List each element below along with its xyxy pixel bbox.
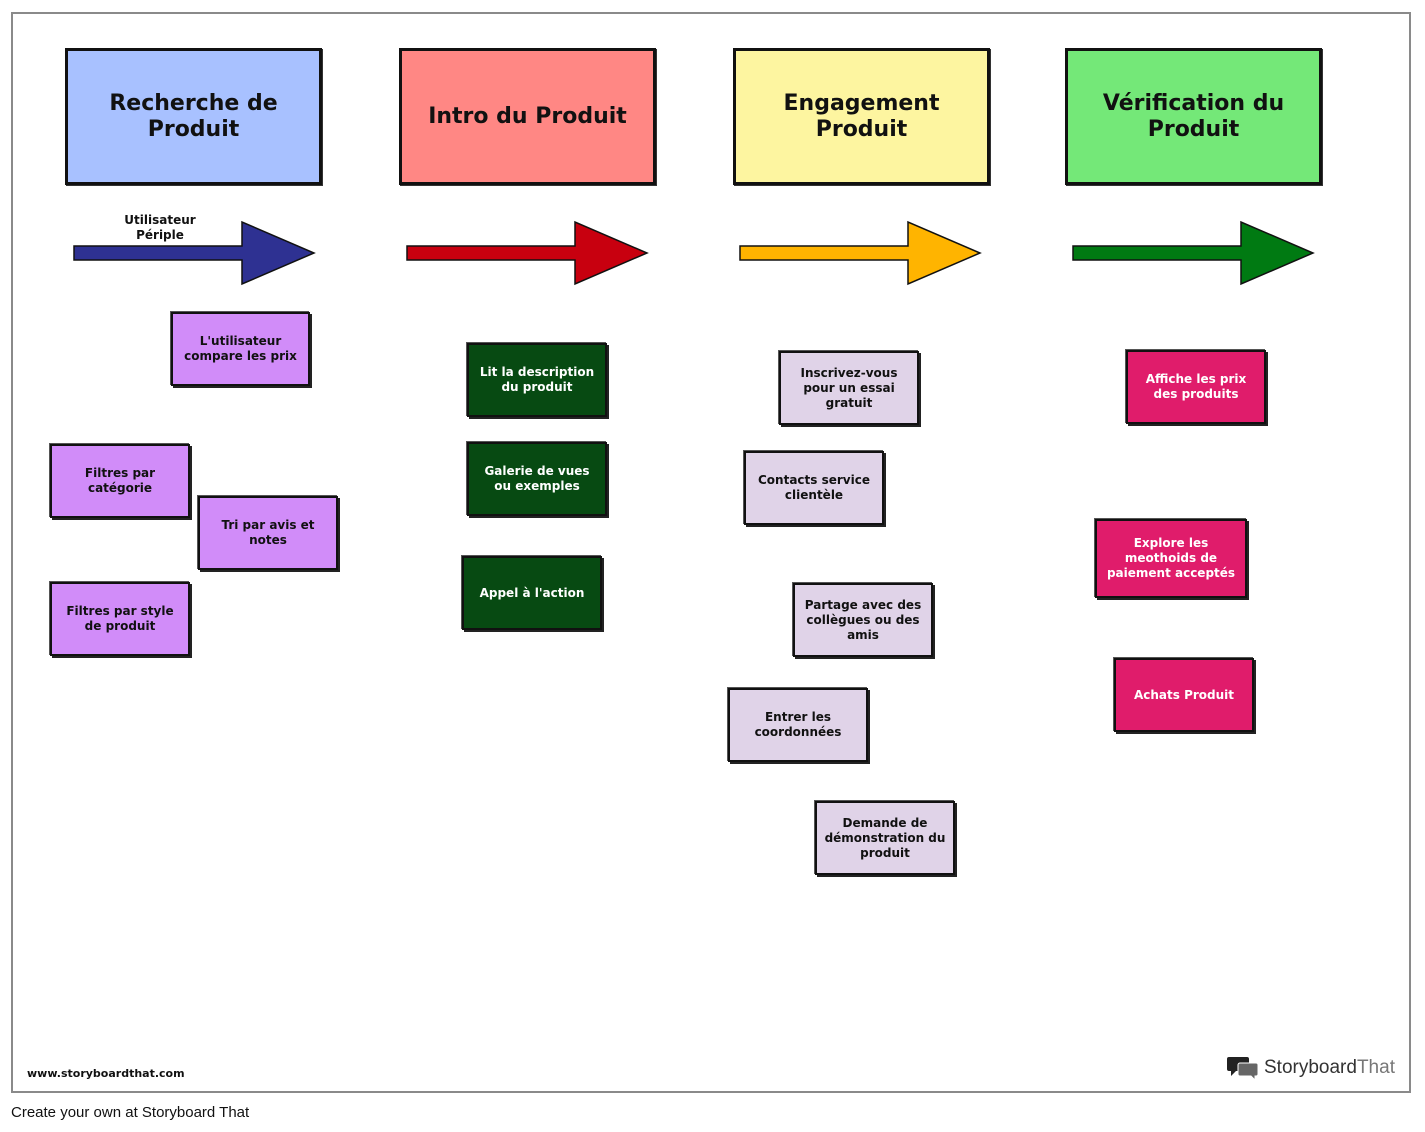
card-product-purchase: Achats Produit	[1114, 658, 1254, 732]
stage-engagement: Engagement Produit	[733, 48, 990, 185]
card-style-filters: Filtres par style de produit	[50, 582, 190, 656]
arrow-verification-icon	[1072, 220, 1315, 286]
card-sort-reviews: Tri par avis et notes	[198, 496, 338, 570]
card-customer-service: Contacts service clientèle	[744, 451, 884, 525]
arrow-intro-icon	[406, 220, 649, 286]
card-enter-details: Entrer les coordonnées	[728, 688, 868, 762]
stage-verification: Vérification du Produit	[1065, 48, 1322, 185]
journey-label: Utilisateur Périple	[124, 213, 196, 242]
storyboardthat-logo: StoryboardThat	[1227, 1055, 1395, 1081]
card-payment-methods: Explore les meothoids de paiement accept…	[1095, 519, 1247, 598]
card-demo-request: Demande de démonstration du produit	[815, 801, 955, 875]
stage-intro: Intro du Produit	[399, 48, 656, 185]
arrow-research-icon	[73, 220, 316, 286]
card-call-to-action: Appel à l'action	[462, 556, 602, 630]
card-category-filters: Filtres par catégorie	[50, 444, 190, 518]
stage-research: Recherche de Produit	[65, 48, 322, 185]
bottom-caption[interactable]: Create your own at Storyboard That	[11, 1104, 250, 1121]
logo-brand: Storyboard	[1264, 1057, 1357, 1078]
card-free-trial: Inscrivez-vous pour un essai gratuit	[779, 351, 919, 425]
card-read-description: Lit la description du produit	[467, 343, 607, 417]
card-gallery: Galerie de vues ou exemples	[467, 442, 607, 516]
chat-bubbles-icon	[1227, 1057, 1259, 1081]
logo-suffix: That	[1356, 1057, 1395, 1078]
arrow-engagement-icon	[739, 220, 982, 286]
card-show-prices: Affiche les prix des produits	[1126, 350, 1266, 424]
footer-url[interactable]: www.storyboardthat.com	[27, 1067, 185, 1080]
card-share-colleagues: Partage avec des collègues ou des amis	[793, 583, 933, 657]
card-compare-prices: L'utilisateur compare les prix	[171, 312, 310, 386]
